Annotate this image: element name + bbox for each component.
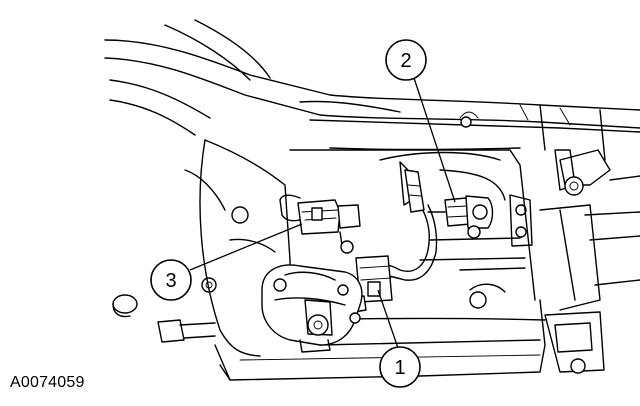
callout-2-label: 2 — [400, 50, 411, 72]
callout-1-leader — [377, 289, 399, 349]
left-bracket — [112, 294, 216, 343]
callout-2: 2 — [385, 39, 427, 81]
callout-1-label: 1 — [394, 357, 405, 379]
callout-1: 1 — [379, 346, 421, 388]
callout-3-leader — [189, 223, 303, 271]
connector-1 — [351, 255, 393, 313]
callout-2-leader — [413, 77, 456, 203]
frame-rails — [104, 19, 640, 161]
range-sensor — [261, 264, 363, 353]
crossmember — [539, 149, 640, 374]
connector-3 — [279, 194, 361, 254]
callout-3-label: 3 — [165, 270, 176, 292]
figure-id: A0074059 — [10, 374, 85, 391]
callout-3: 3 — [150, 259, 192, 301]
connector-2 — [427, 195, 494, 239]
